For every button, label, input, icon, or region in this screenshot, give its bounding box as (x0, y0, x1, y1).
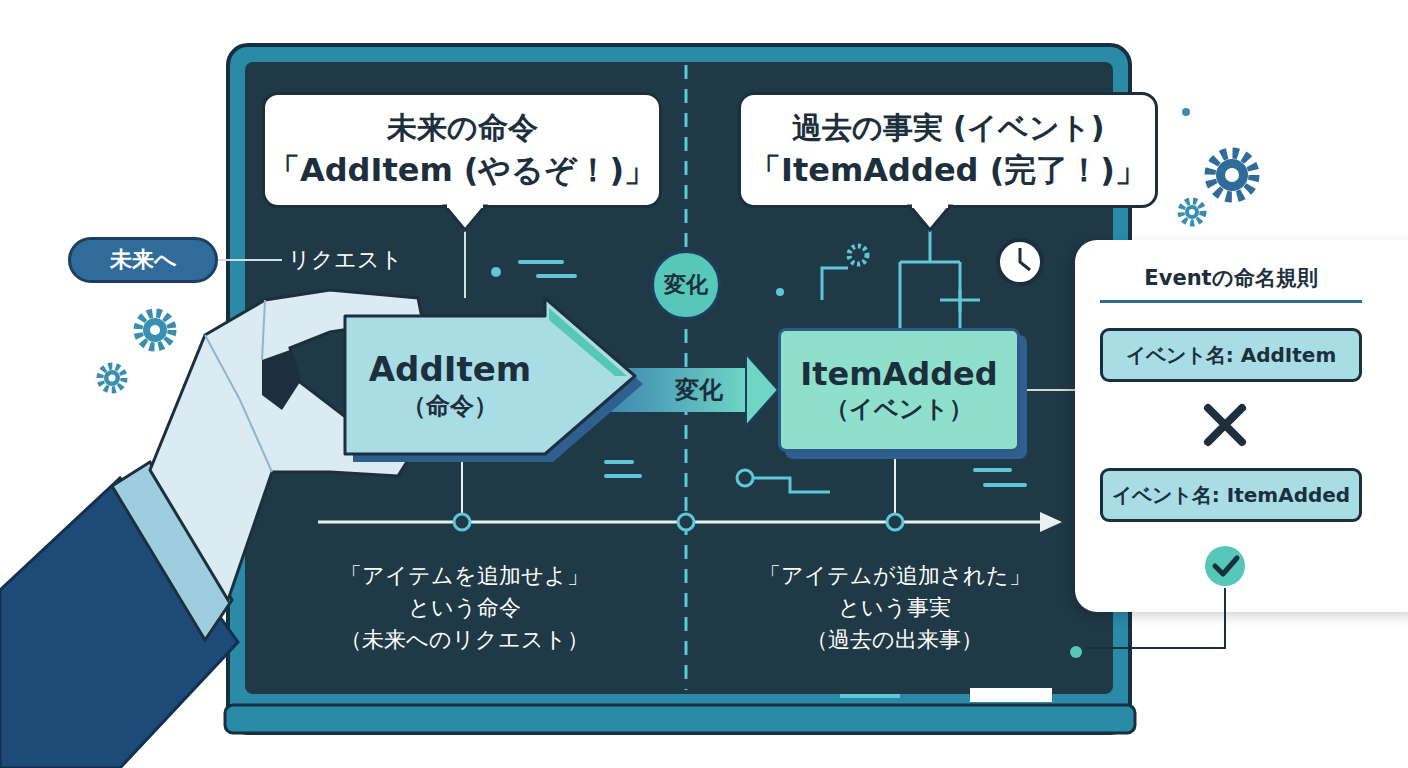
circuit-decoration (753, 478, 830, 492)
name-box: イベント名: ItemAdded (1100, 468, 1362, 522)
timeline (894, 452, 896, 515)
node-title: Eventの命名規則 (1100, 264, 1362, 303)
gear-icon (104, 370, 120, 386)
circuit-decoration (975, 468, 1010, 472)
bubble-tail (447, 204, 483, 208)
wrong-mark (1208, 408, 1242, 442)
speech-bubble: 未来の命令「AddItem (やるぞ！)」 (262, 92, 662, 208)
timeline (454, 514, 470, 530)
bubble-tail (910, 206, 950, 230)
circuit-decoration (822, 268, 848, 300)
gear-icon (849, 246, 867, 264)
note-label: 「アイテムを追加せよ」 という命令 （未来へのリクエスト） (327, 560, 602, 656)
circuit-decoration (520, 260, 562, 264)
gear-icon (1185, 205, 1199, 219)
command-arrow: AddItem（命令） (345, 298, 635, 454)
node-text: 「ItemAdded (完了！)」 (749, 149, 1147, 192)
circuit-decoration (959, 290, 962, 312)
node-title: 過去の事実 (イベント) (792, 108, 1105, 149)
arrow-body (345, 298, 635, 454)
gear-icon (100, 313, 172, 390)
gear-icon (849, 108, 1254, 264)
circuit-decoration (840, 694, 900, 698)
correct-mark (1070, 646, 1082, 658)
node-text: 「AddItem (やるぞ！)」 (268, 149, 656, 192)
bubble-tail (912, 204, 948, 208)
correct-mark (1215, 558, 1237, 574)
circuit-decoration (737, 470, 753, 486)
circuit-decoration (776, 288, 784, 296)
change-circle: 変化 (651, 250, 721, 320)
gear-icon (150, 325, 160, 335)
clock-icon (1020, 248, 1030, 270)
bubble-tail (445, 206, 485, 230)
timeline (678, 514, 694, 530)
wrong-mark (1208, 408, 1242, 442)
gear-icon (1210, 153, 1254, 197)
leader-line (218, 259, 282, 261)
correct-mark (1085, 588, 1225, 648)
circuit-decoration (970, 688, 1052, 702)
circuit-decoration (606, 474, 640, 478)
node-title: ItemAdded (800, 354, 997, 394)
event-box: ItemAdded（イベント） (778, 328, 1020, 452)
note-label: 「アイテムが追加された」 という事実 （過去の出来事） (757, 560, 1032, 656)
hand-illustration (262, 300, 265, 360)
node-title: 未来へ (110, 245, 177, 275)
leader-line (900, 228, 960, 328)
gear-icon (109, 375, 116, 382)
bubble-tail (445, 206, 950, 230)
gear-icon (100, 366, 124, 390)
name-box: イベント名: AddItem (1100, 328, 1362, 382)
clock-icon (998, 240, 1042, 284)
monitor-base (225, 705, 1135, 733)
gear-icon (143, 318, 167, 342)
correct-mark (1070, 546, 1245, 658)
node-title: イベント名: ItemAdded (1112, 482, 1350, 509)
timeline (318, 452, 1062, 532)
arrow-head (746, 354, 778, 426)
circuit-decoration (606, 460, 632, 464)
correct-mark (1205, 546, 1245, 586)
connector (1020, 390, 1075, 391)
node-title: イベント名: AddItem (1126, 342, 1336, 369)
gear-icon (1181, 201, 1203, 223)
direction-pill: 未来へ (68, 237, 218, 283)
circuit-decoration (538, 274, 575, 278)
timeline (1040, 512, 1062, 532)
gear-icon (1225, 168, 1239, 182)
node-text: （イベント） (825, 394, 973, 425)
gear-icon (1189, 209, 1195, 215)
edge-label: 変化 (675, 374, 723, 406)
gear-icon (1182, 108, 1190, 116)
node-text: （命令） (402, 391, 498, 422)
rule-panel: Eventの命名規則イベント名: AddItem イベント名: ItemAdded (1075, 240, 1408, 612)
note-label: リクエスト (288, 244, 458, 276)
node-title: 変化 (664, 270, 708, 300)
circuit-decoration (491, 267, 501, 277)
timeline (887, 514, 903, 530)
node-title: AddItem (369, 348, 531, 391)
timeline (461, 455, 463, 515)
circuit-decoration (985, 483, 1025, 487)
node-title: 未来の命令 (387, 108, 538, 149)
hand-illustration (262, 350, 300, 410)
gear-icon (1216, 159, 1248, 191)
gear-icon (138, 313, 172, 347)
clock-icon (998, 240, 1042, 284)
leader-line (464, 230, 466, 298)
connector-line (1020, 389, 1075, 391)
arrow-highlight (549, 308, 627, 376)
speech-bubble: 過去の事実 (イベント)「ItemAdded (完了！)」 (738, 92, 1158, 208)
